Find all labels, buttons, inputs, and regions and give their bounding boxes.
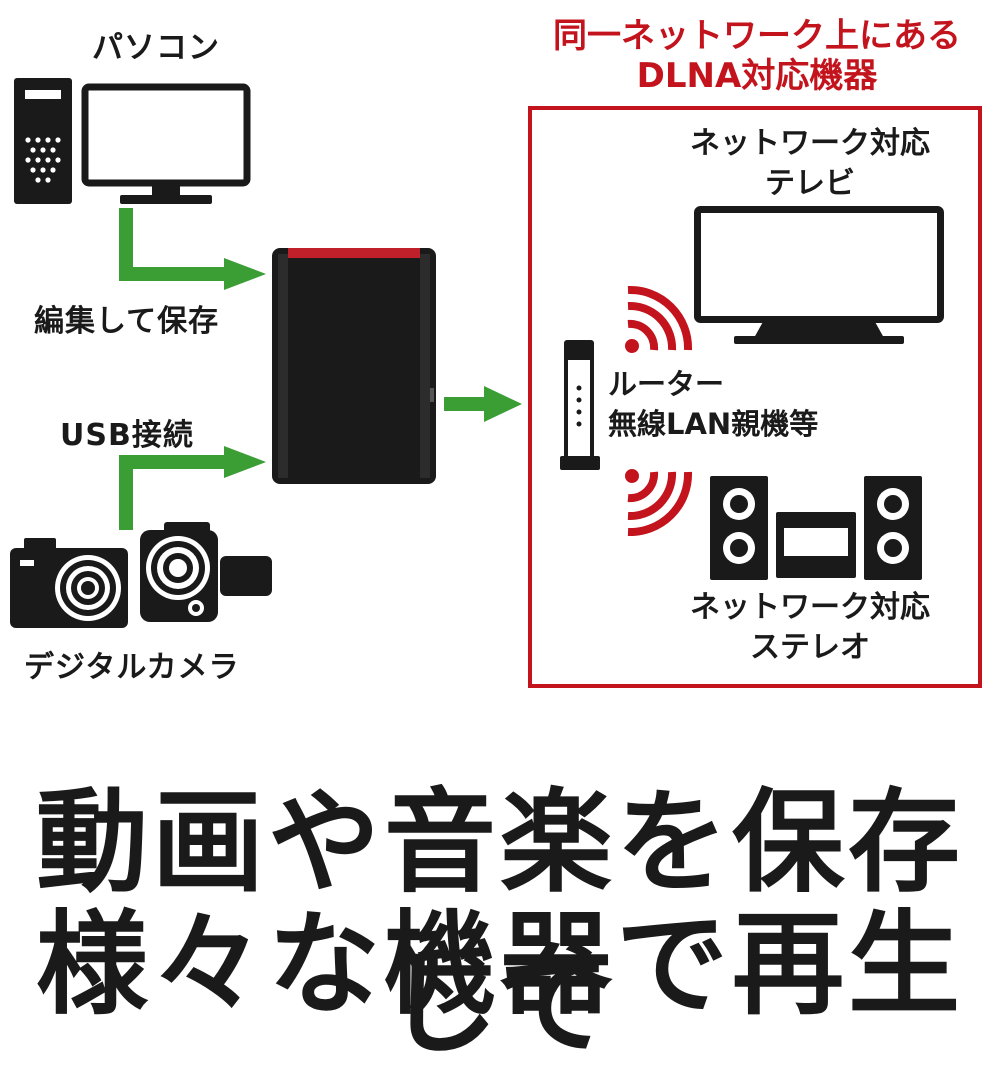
network-box bbox=[528, 106, 982, 688]
arrow-icon bbox=[444, 386, 522, 422]
monitor-icon bbox=[81, 83, 251, 204]
arrow-icon bbox=[119, 208, 266, 290]
tv-label-line2: テレビ bbox=[765, 166, 855, 201]
headline-line1: 動画や音楽を保存して bbox=[36, 778, 964, 1070]
headline-line2: 様々な機器で再生 bbox=[36, 900, 964, 1030]
video-camera-icon bbox=[140, 522, 272, 622]
camera-icon bbox=[10, 538, 128, 628]
router-icon bbox=[560, 340, 600, 470]
pc-label: パソコン bbox=[92, 30, 220, 66]
tv-icon bbox=[694, 206, 944, 344]
network-title-line2: DLNA対応機器 bbox=[636, 56, 878, 96]
arrow-icon bbox=[119, 446, 266, 530]
nas-drive-icon bbox=[272, 248, 436, 484]
stereo-label-line2: ステレオ bbox=[750, 630, 870, 665]
stereo-icon bbox=[710, 476, 922, 580]
stereo-label-line1: ネットワーク対応 bbox=[690, 590, 930, 625]
pc-tower-icon bbox=[14, 78, 72, 204]
usb-label: USB接続 bbox=[60, 418, 194, 453]
camera-label: デジタルカメラ bbox=[24, 650, 240, 685]
edit-save-label: 編集して保存 bbox=[34, 304, 220, 339]
router-label-line1: ルーター bbox=[608, 367, 725, 401]
router-label-line2: 無線LAN親機等 bbox=[608, 407, 819, 441]
tv-label-line1: ネットワーク対応 bbox=[690, 126, 930, 161]
wifi-signal-icon bbox=[625, 469, 693, 537]
network-title-line1: 同一ネットワーク上にある bbox=[553, 16, 961, 56]
wifi-signal-icon bbox=[625, 285, 693, 353]
